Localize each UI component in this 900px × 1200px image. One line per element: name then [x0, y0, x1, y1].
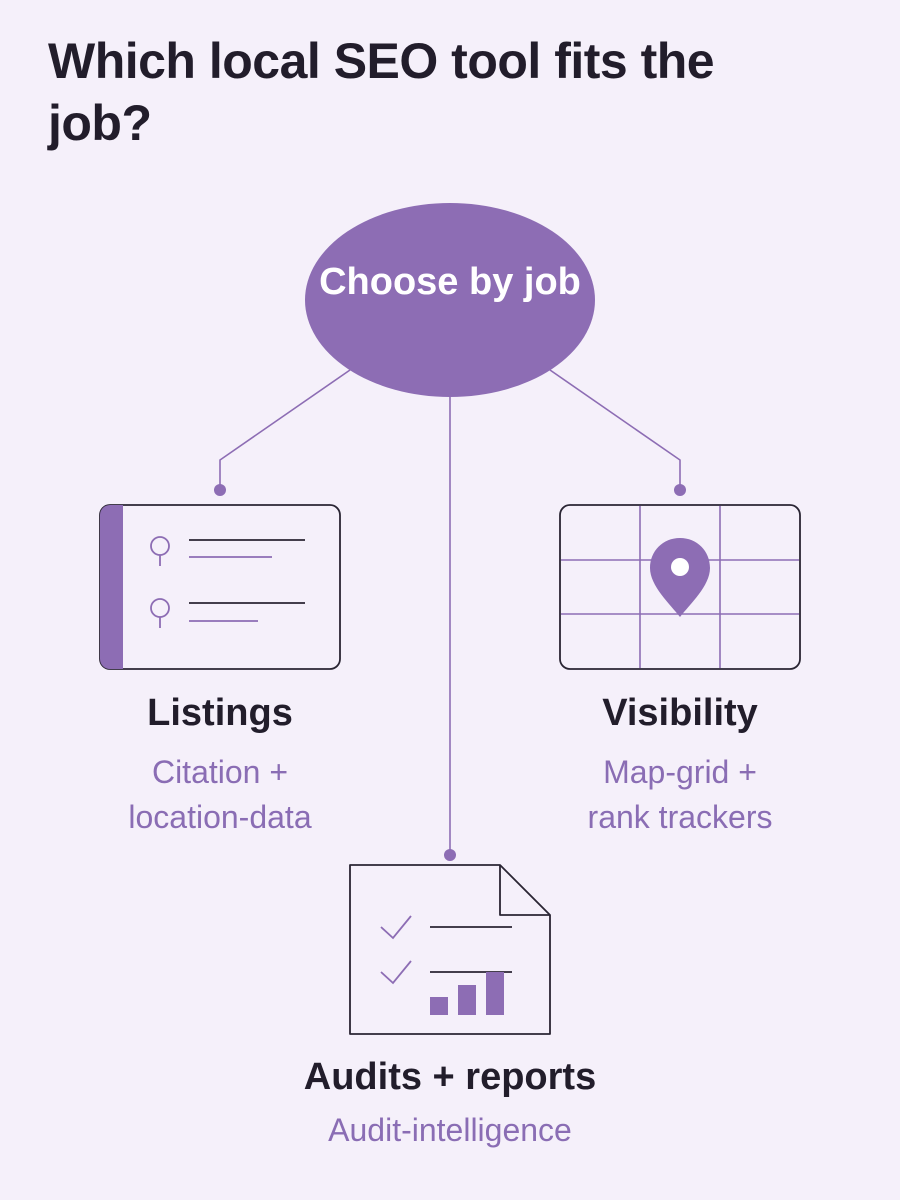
- bar-chart-icon: [430, 972, 504, 1015]
- visibility-subtitle-line1: Map-grid +: [603, 754, 757, 790]
- connector-listings: [219, 369, 351, 490]
- audits-subtitle: Audit-intelligence: [328, 1112, 572, 1148]
- audit-report-document-icon: [349, 864, 551, 1035]
- hub-ellipse: [305, 203, 595, 397]
- map-marker-icon: [650, 538, 710, 617]
- location-pin-icon: [150, 598, 170, 628]
- checkmark-icon: [380, 915, 412, 940]
- visibility-subtitle-line2: rank trackers: [587, 799, 773, 835]
- connector-dot-listings: [214, 484, 226, 496]
- listings-card-icon: [99, 504, 341, 670]
- visibility-title: Visibility: [602, 692, 758, 734]
- connectors: [219, 369, 681, 855]
- audits-title: Audits + reports: [303, 1056, 597, 1098]
- checkmark-icon: [380, 960, 412, 985]
- listings-subtitle-line1: Citation +: [151, 754, 289, 790]
- listings-title: Listings: [147, 692, 293, 734]
- listings-subtitle-line2: location-data: [128, 799, 312, 835]
- connector-visibility: [549, 369, 681, 490]
- page-title: Which local SEO tool fits the job?: [48, 33, 715, 151]
- map-grid-pin-icon: [559, 504, 801, 670]
- location-pin-icon: [150, 536, 170, 566]
- connector-dot-visibility: [674, 484, 686, 496]
- connector-dot-audits: [444, 849, 456, 861]
- hub-label: Choose by job: [319, 261, 581, 303]
